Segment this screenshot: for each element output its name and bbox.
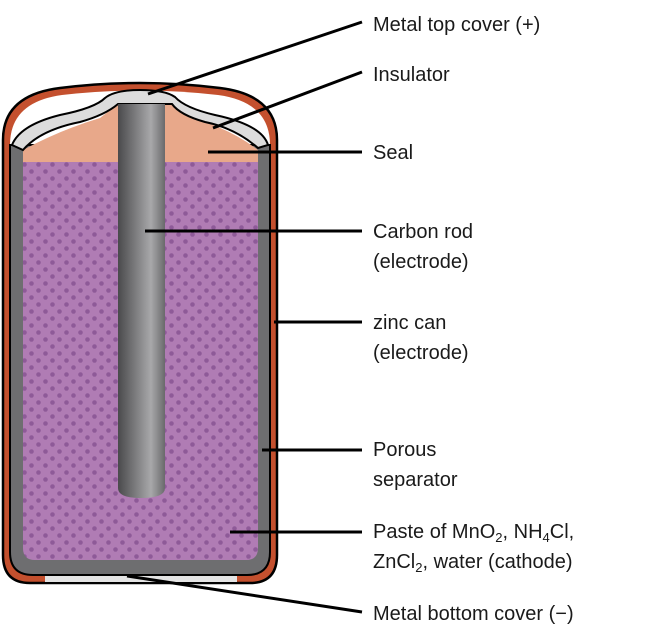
paste-sub: 2 (495, 530, 503, 545)
label-insulator: Insulator (373, 64, 450, 86)
carbon-rod (118, 104, 165, 498)
leader-bottom-cover (126, 574, 363, 614)
label-separator-line2: separator (373, 469, 458, 491)
leader-lines (126, 20, 363, 614)
label-zinc-can-line1: zinc can (373, 312, 447, 334)
label-bottom-cover: Metal bottom cover (−) (373, 603, 574, 625)
label-carbon-rod-line2: (electrode) (373, 251, 469, 273)
label-carbon-rod-line1: Carbon rod (373, 221, 474, 243)
insulator (10, 88, 270, 152)
paste-text: , NH (502, 521, 543, 543)
leader-top-cover (147, 20, 363, 96)
label-seal: Seal (373, 142, 414, 164)
label-carbon-rod: Carbon rod (electrode) (373, 217, 473, 277)
paste-text: Cl, (549, 521, 575, 543)
label-paste-line1: Paste of MnO2, NH4Cl, (373, 517, 574, 547)
label-top-cover: Metal top cover (+) (373, 14, 541, 36)
label-paste-line2: ZnCl2, water (cathode) (373, 547, 574, 577)
paste-sub: 4 (542, 530, 550, 545)
paste-text: ZnCl (373, 551, 416, 573)
paste-text: Paste of MnO (373, 521, 496, 543)
leader-insulator (212, 70, 363, 130)
label-separator-line1: Porous (373, 439, 437, 461)
label-separator: Porous separator (373, 435, 458, 495)
label-paste: Paste of MnO2, NH4Cl, ZnCl2, water (cath… (373, 517, 574, 577)
label-zinc-can-line2: (electrode) (373, 342, 469, 364)
paste-sub: 2 (415, 560, 423, 575)
label-zinc-can: zinc can (electrode) (373, 308, 469, 368)
paste-text: , water (cathode) (422, 551, 573, 573)
